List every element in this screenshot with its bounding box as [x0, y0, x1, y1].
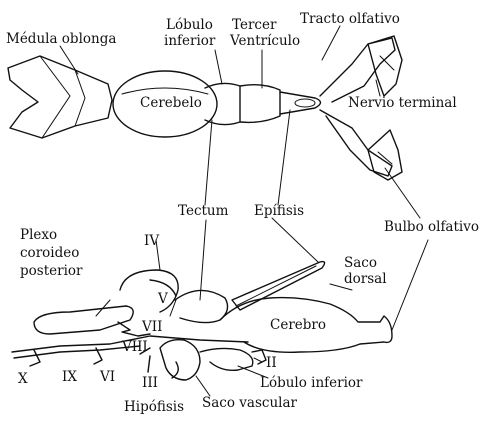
label-plexo-line3: posterior — [20, 264, 82, 279]
label-nerve-v: V — [158, 292, 168, 307]
label-tracto-olfativo: Tracto olfativo — [300, 12, 400, 27]
label-epifisis: Epífisis — [254, 204, 304, 219]
label-bulbo-olfativo: Bulbo olfativo — [384, 220, 479, 235]
label-lobulo-inferior-bottom: Lóbulo inferior — [260, 376, 363, 391]
label-lobulo-inferior-top-line1: Lóbulo — [166, 18, 213, 33]
label-plexo-line1: Plexo — [20, 228, 57, 243]
label-tercer-ventriculo-line1: Tercer — [232, 18, 276, 33]
label-saco-dorsal-line2: dorsal — [344, 272, 387, 287]
label-saco-vascular: Saco vascular — [202, 396, 297, 411]
tracto-olfativo-upper — [320, 38, 395, 102]
tracto-olfativo-lower — [320, 110, 392, 176]
label-nerve-vi: VI — [100, 370, 115, 385]
label-nerve-ii: II — [266, 356, 277, 371]
label-hipofisis: Hipófisis — [124, 400, 184, 415]
label-lobulo-inferior-top-line2: inferior — [164, 34, 215, 49]
label-nerve-iv: IV — [144, 234, 159, 249]
label-tercer-ventriculo-line2: Ventrículo — [230, 34, 300, 49]
plexo-coroideo-shape — [34, 306, 133, 334]
label-nerve-iii: III — [142, 376, 158, 391]
label-medula-oblonga: Médula oblonga — [6, 32, 116, 47]
label-plexo-line2: coroideo — [20, 246, 79, 261]
label-nerve-vii: VII — [142, 320, 162, 335]
label-nerve-x: X — [18, 372, 28, 387]
label-tectum: Tectum — [178, 204, 228, 219]
label-cerebro: Cerebro — [270, 318, 326, 333]
label-cerebelo: Cerebelo — [140, 96, 202, 111]
medula-oblonga-outline — [8, 56, 112, 138]
label-saco-dorsal-line1: Saco — [344, 256, 377, 271]
dorsal-view-brain — [8, 26, 420, 218]
label-nerve-viii: VIII — [122, 340, 148, 355]
label-nervio-terminal: Nervio terminal — [348, 96, 457, 111]
label-nerve-ix: IX — [62, 370, 77, 385]
